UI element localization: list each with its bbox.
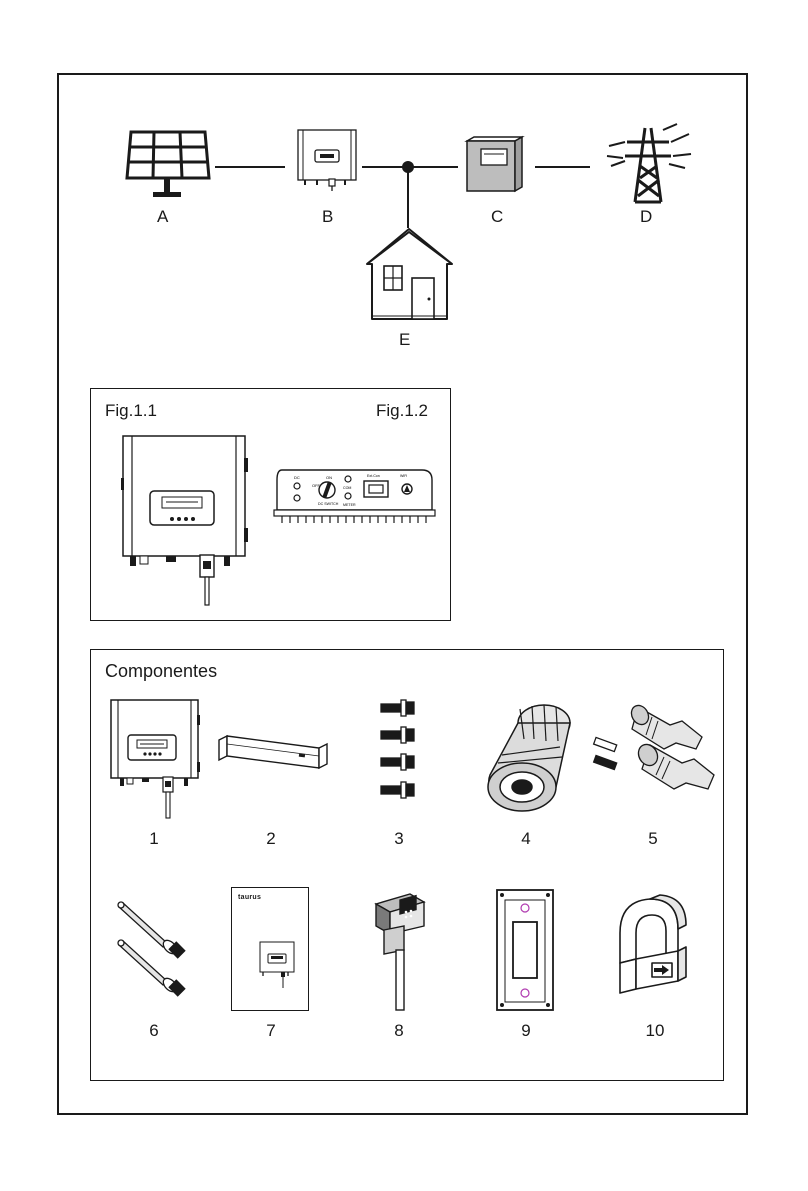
panel-text-meter: METER [343,503,356,507]
component-1-inverter-icon [108,697,203,827]
label-a: A [157,207,168,227]
label-d: D [640,207,652,227]
panel-text-com: COM [343,486,351,490]
panel-text-off: OFF [312,483,321,488]
component-4-ac-connector-icon [472,695,582,820]
fig-1-2-title: Fig.1.2 [376,401,428,421]
component-6-expansion-bolts-icon [115,895,195,1010]
inverter-front-illustration [120,433,250,608]
label-c: C [491,207,503,227]
panel-text-link: Ext.Con [367,474,380,478]
label-e: E [399,330,410,350]
panel-text-wifi: WiFi [400,474,407,478]
component-3-screws-icon [375,696,425,811]
component-2-wall-bracket-icon [215,734,335,779]
label-b: B [322,207,333,227]
component-number-1: 1 [139,829,169,849]
component-10-ct-clamp-icon [608,893,688,998]
panel-text-on: ON [326,475,332,480]
component-number-2: 2 [256,829,286,849]
junction-dot [402,161,414,173]
panel-text-dc: DC [294,475,300,480]
component-8-wifi-dongle-icon [370,890,430,1015]
component-number-10: 10 [640,1021,670,1041]
fig-1-1-title: Fig.1.1 [105,401,157,421]
component-number-6: 6 [139,1021,169,1041]
solar-panel-icon [125,130,215,210]
inverter-bottom-panel-illustration: DC OFF ON DC SWITCH COM METER Ext.Con Wi… [272,465,437,535]
component-5-dc-connectors-icon [590,697,725,812]
manual-brand: taurus [238,894,261,901]
component-number-4: 4 [511,829,541,849]
meter-icon [464,135,534,195]
power-pylon-icon [605,120,695,205]
house-icon [364,226,454,321]
inverter-icon [295,127,365,192]
component-number-3: 3 [384,829,414,849]
components-title: Componentes [105,661,217,682]
component-number-7: 7 [256,1021,286,1041]
component-number-5: 5 [638,829,668,849]
manual-cover-inverter-icon [258,940,298,990]
component-9-mounting-plate-icon [495,888,555,1013]
component-number-9: 9 [511,1021,541,1041]
panel-text-dc-switch: DC SWITCH [318,502,339,506]
component-number-8: 8 [384,1021,414,1041]
